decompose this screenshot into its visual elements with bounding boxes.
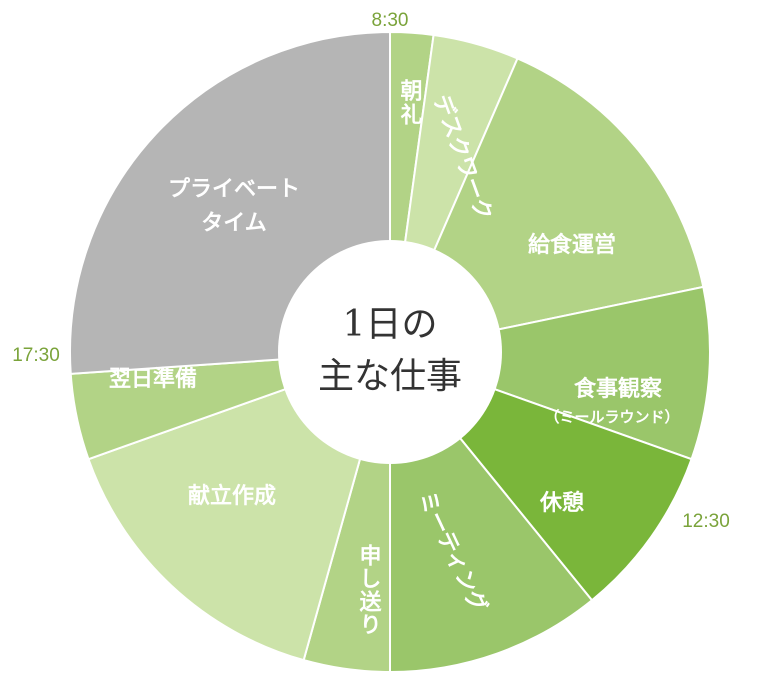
label-kondate-sakusei: 献立作成 xyxy=(188,483,276,509)
label-kyukei: 休憩 xyxy=(539,490,584,516)
center-title-line2: 主な仕事 xyxy=(318,356,462,397)
center-title-line1: 1日の xyxy=(343,304,438,345)
time-label-1730: 17:30 xyxy=(12,345,60,366)
time-label-0830: 8:30 xyxy=(372,10,409,31)
pie-slices xyxy=(69,30,711,674)
label-yokujitsu-junbi: 翌日準備 xyxy=(109,366,197,392)
label-kyushoku-unei: 給食運営 xyxy=(528,232,616,258)
label-chorei: 朝礼 xyxy=(397,78,423,127)
time-label-1230: 12:30 xyxy=(682,511,730,532)
center-circle xyxy=(278,240,502,464)
label-meal-round: （ミールラウンド） xyxy=(544,408,679,426)
label-moushiokuri: 申し送り xyxy=(356,544,382,636)
label-private-line2: タイム xyxy=(201,211,267,236)
pie-slice-3 xyxy=(386,285,711,461)
label-private-line1: プライベート xyxy=(168,177,300,202)
label-shokuji-kansatsu: 食事観察 xyxy=(574,376,663,402)
